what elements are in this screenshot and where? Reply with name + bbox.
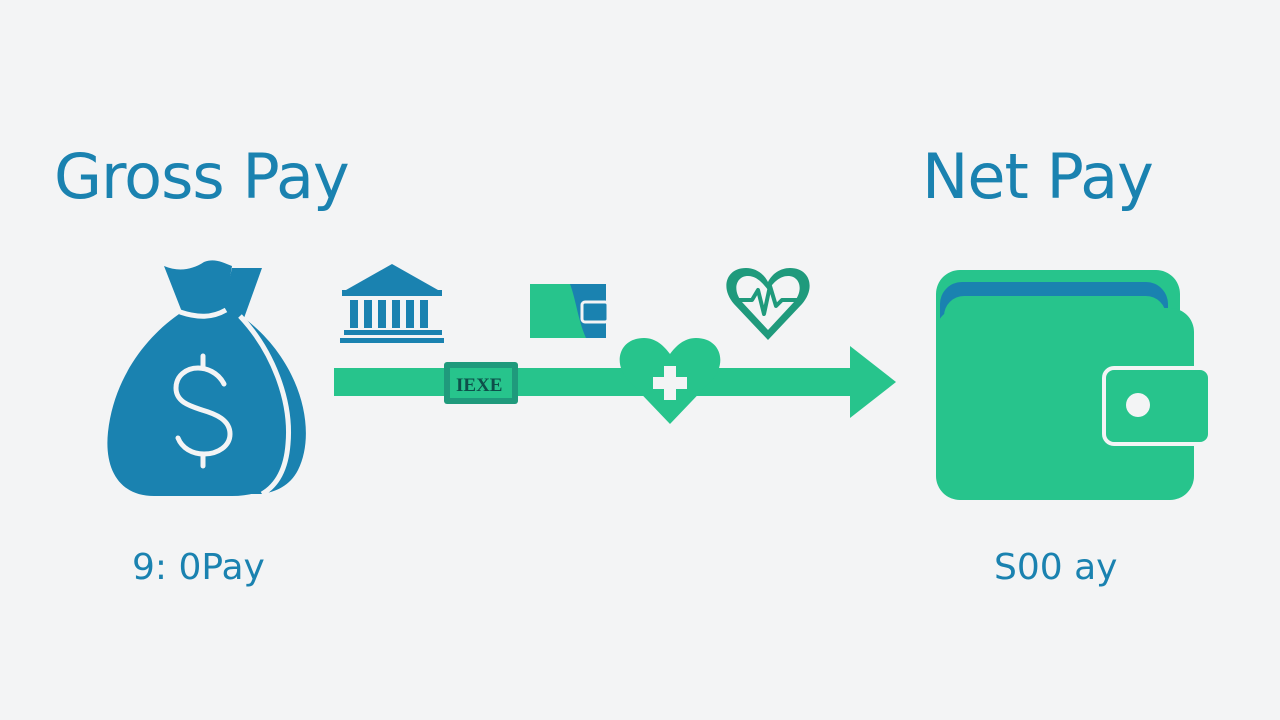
bill-tag-text: IEXE (456, 375, 502, 396)
net-pay-amount: S00 ay (994, 547, 1118, 588)
money-bag-dollar-icon (107, 260, 306, 497)
net-pay-title: Net Pay (922, 140, 1154, 213)
flow-arrow (334, 346, 896, 418)
heart-plus-icon (619, 338, 721, 424)
wallet-icon (936, 270, 1212, 500)
card-wallet-icon (530, 284, 610, 338)
heart-pulse-icon (726, 268, 810, 340)
gross-pay-title: Gross Pay (54, 140, 350, 213)
gross-pay-amount: 9: 0Pay (132, 547, 265, 588)
bank-icon (340, 264, 444, 343)
bill-tag-icon: IEXE (444, 362, 518, 404)
